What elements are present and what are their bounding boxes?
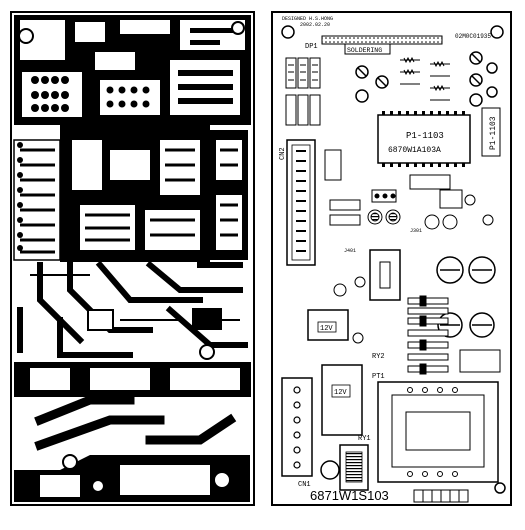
relay-2-voltage: 12V — [320, 325, 333, 333]
lower-trace-block — [14, 260, 251, 362]
transformer-pins — [407, 387, 458, 477]
mounting-hole-middle-right — [199, 344, 215, 360]
bottom-tabs — [413, 489, 469, 503]
main-ic-outline — [377, 114, 471, 164]
mounting-hole-bottom-center — [91, 479, 105, 493]
terminal-screws — [293, 386, 301, 469]
mounting-hole-bottom-left — [62, 454, 78, 470]
right-board: DESIGNED H.S.HONG 2002.02.20 02M0C01935 … — [271, 11, 512, 506]
design-credit: DESIGNED H.S.HONG — [282, 16, 333, 22]
cn2-connector — [286, 139, 316, 266]
ic-model-label: P1-1103 — [406, 131, 444, 141]
top-trace-block — [14, 15, 251, 125]
mounting-hole-top-left-right-board — [281, 25, 295, 39]
design-date: 2002.02.20 — [300, 22, 330, 28]
mounting-hole-bottom-right-right-board — [494, 482, 506, 494]
transistors-top — [355, 51, 498, 107]
ry2-label: RY2 — [372, 353, 385, 361]
relay-1 — [321, 364, 363, 436]
jumper-label-a: J301 — [410, 228, 422, 234]
crystal — [369, 249, 401, 301]
main-ic-pins — [382, 111, 465, 167]
side-tag-box — [481, 107, 501, 157]
part-number: 6871W1S103 — [310, 488, 389, 503]
mounting-hole-bottom-right — [213, 471, 231, 489]
left-board — [10, 11, 255, 506]
dp1-header — [321, 35, 443, 45]
mounting-hole-top-right-right-board — [490, 25, 504, 39]
transformer — [377, 381, 499, 483]
bottom-trace-block — [14, 362, 251, 502]
terminal-block — [281, 377, 313, 477]
ry1-label: RY1 — [358, 435, 371, 443]
jumper-label-b: J401 — [344, 248, 356, 254]
diode-bank — [407, 295, 449, 375]
soldering-box — [344, 43, 391, 55]
mounting-hole-top-right — [231, 21, 245, 35]
pt1-label: PT1 — [372, 373, 385, 381]
cn2-label: CN2 — [279, 147, 287, 160]
resistor-array-top-right — [400, 56, 450, 101]
mid-components — [324, 149, 494, 297]
dp1-label: DP1 — [305, 43, 318, 51]
cn2-pins — [296, 150, 306, 252]
board-code: 02M0C01935 — [455, 33, 491, 40]
ic-part-label: 6870W1A103A — [388, 146, 441, 155]
resistor-array-top — [285, 57, 321, 126]
mounting-hole-top-left — [18, 28, 34, 44]
middle-trace-block — [13, 125, 251, 265]
soldering-label: SOLDERING — [347, 47, 382, 54]
side-tag-label: P1-1103 — [489, 116, 498, 150]
relay-1-voltage: 12V — [334, 389, 347, 397]
mounting-hole-bottom-left-right-board — [320, 460, 340, 480]
cn1-label: CN1 — [298, 481, 311, 489]
